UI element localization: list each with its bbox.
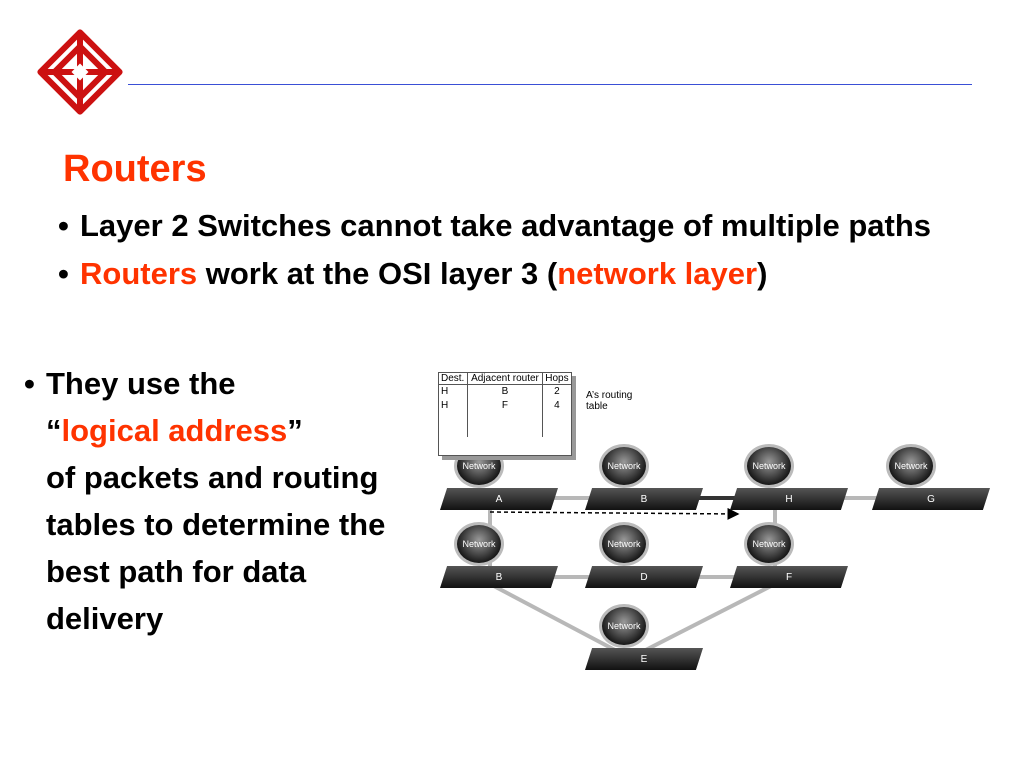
router-node: D xyxy=(585,566,703,588)
routing-table: Dest. Adjacent router Hops H B 2 H F 4 xyxy=(438,372,572,456)
header-dest: Dest. xyxy=(441,373,465,384)
router-label: B xyxy=(495,571,503,583)
network-cloud-icon: Network xyxy=(599,444,649,488)
router-label: E xyxy=(640,653,648,665)
router-node: H xyxy=(730,488,848,510)
routing-table-box: Dest. Adjacent router Hops H B 2 H F 4 xyxy=(438,372,572,456)
router-node: F xyxy=(730,566,848,588)
route-arrow xyxy=(489,507,740,520)
network-label: Network xyxy=(752,461,786,471)
router-label: F xyxy=(785,571,793,583)
router-node: B xyxy=(440,566,558,588)
bullet-dot: • xyxy=(58,208,69,243)
router-node: A xyxy=(440,488,558,510)
network-cloud-icon: Network xyxy=(454,522,504,566)
network-label: Network xyxy=(752,539,786,549)
table-cell: 2 xyxy=(541,384,571,399)
network-label: Network xyxy=(607,539,641,549)
network-label: Network xyxy=(462,539,496,549)
side-bullet-line1: They use the xyxy=(46,366,236,401)
network-cloud-icon: Network xyxy=(886,444,936,488)
table-cell: H xyxy=(441,386,449,398)
table-cell: H xyxy=(441,400,449,411)
university-logo-icon xyxy=(37,29,123,115)
bullet-switches-text: Layer 2 Switches cannot take advantage o… xyxy=(80,208,932,243)
routers-highlight: Routers xyxy=(80,256,198,291)
router-label: A xyxy=(495,493,503,505)
network-label: Network xyxy=(607,621,641,631)
header-hops: Hops xyxy=(541,373,571,385)
network-label: Network xyxy=(607,461,641,471)
table-cell: B xyxy=(467,384,543,399)
network-cloud-icon: Network xyxy=(599,604,649,648)
router-label: H xyxy=(785,493,793,505)
router-label: D xyxy=(640,571,648,583)
router-node: G xyxy=(872,488,990,510)
router-label: B xyxy=(640,493,648,505)
table-cell: 4 xyxy=(541,398,571,413)
router-node: B xyxy=(585,488,703,510)
bullet-routers-close: ) xyxy=(757,256,768,291)
link-lines xyxy=(488,496,920,660)
table-row: H B 2 xyxy=(439,384,571,399)
bullet-routers-text: work at the OSI layer 3 ( xyxy=(197,256,558,291)
network-cloud-icon: Network xyxy=(744,522,794,566)
table-header-row: Dest. Adjacent router Hops xyxy=(439,373,571,385)
side-bullet-rest: of packets and routing tables to determi… xyxy=(46,460,386,636)
slide-title: Routers xyxy=(63,148,207,190)
router-label: G xyxy=(927,493,935,505)
close-quote: ” xyxy=(287,413,303,448)
router-node: E xyxy=(585,648,703,670)
header-rule xyxy=(128,84,972,85)
network-cloud-icon: Network xyxy=(599,522,649,566)
bullet-switches: • Layer 2 Switches cannot take advantage… xyxy=(58,206,931,246)
top-bullet-list: • Layer 2 Switches cannot take advantage… xyxy=(58,206,931,302)
open-quote: “ xyxy=(46,413,62,448)
bullet-dot: • xyxy=(24,366,35,401)
routing-table-caption: A’s routing table xyxy=(586,390,633,412)
network-label: Network xyxy=(462,461,496,471)
table-row: H F 4 xyxy=(439,398,571,413)
network-label: Network xyxy=(894,461,928,471)
table-cell: F xyxy=(467,398,543,413)
bullet-dot: • xyxy=(58,256,69,291)
routing-table-grid: Dest. Adjacent router Hops H B 2 H F 4 xyxy=(439,373,571,437)
header-adjacent-router: Adjacent router xyxy=(467,373,543,385)
table-row xyxy=(439,412,571,437)
network-cloud-icon: Network xyxy=(744,444,794,488)
network-layer-highlight: network layer xyxy=(557,256,758,291)
bullet-logical-address: • They use the “logical address” of pack… xyxy=(24,360,404,642)
side-bullet-list: • They use the “logical address” of pack… xyxy=(24,360,404,642)
logical-address-highlight: logical address xyxy=(61,413,288,448)
bullet-routers: • Routers work at the OSI layer 3 (netwo… xyxy=(58,254,931,294)
